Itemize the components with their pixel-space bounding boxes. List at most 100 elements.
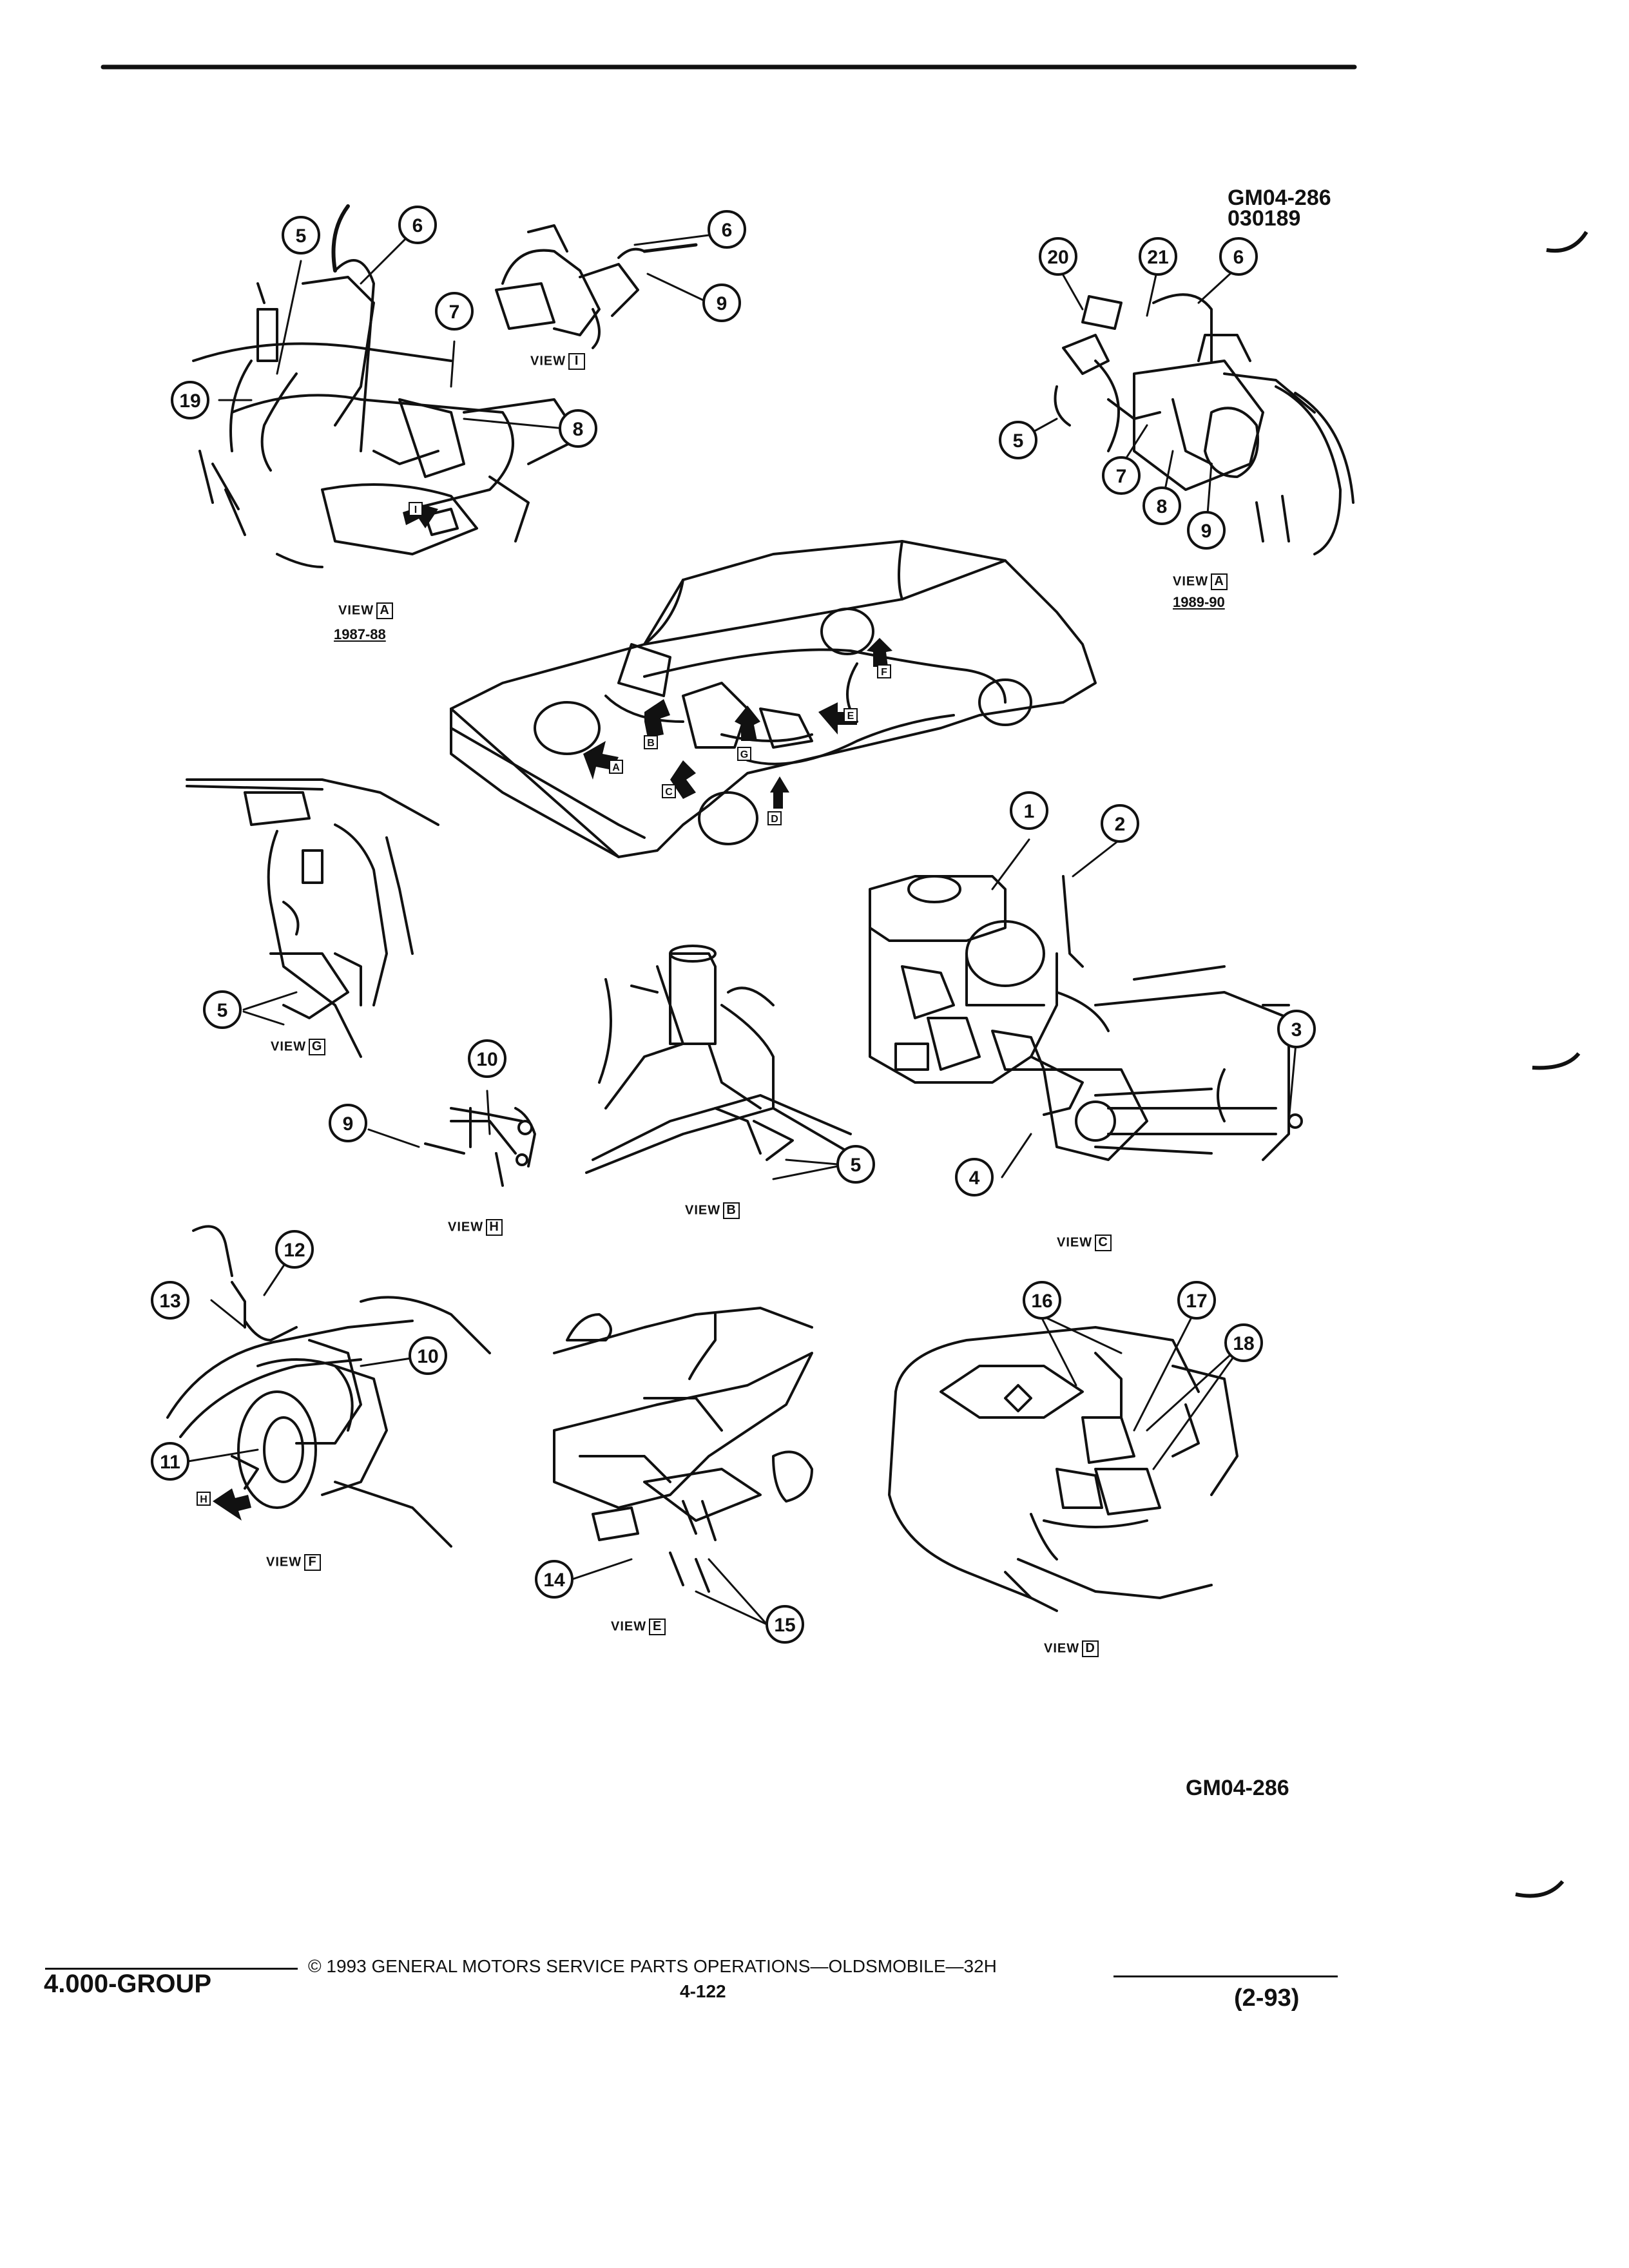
arrow-tag-h: H — [200, 1494, 207, 1505]
footer-rule-right — [1113, 1975, 1338, 1977]
callout-2 — [1101, 804, 1139, 843]
callout-17 — [1177, 1281, 1216, 1320]
callout-text: 15 — [774, 1615, 795, 1636]
callout-5d — [836, 1145, 875, 1184]
view-direction-arrows — [213, 503, 892, 1521]
callout-9b — [1187, 511, 1226, 550]
callout-text: 8 — [1157, 496, 1168, 517]
callout-11 — [151, 1442, 189, 1481]
callout-text: 1 — [1024, 801, 1035, 822]
callout-7b — [1102, 456, 1141, 495]
callout-15 — [766, 1605, 804, 1644]
callout-8a — [559, 409, 597, 448]
callout-text: 19 — [179, 390, 200, 412]
figure-id-bottom: GM04-286 — [1186, 1776, 1289, 1800]
arrow-tag-b: B — [647, 738, 655, 749]
view-years-1987-88: 1987-88 — [334, 626, 386, 642]
arrow-tags: A B C G E D F I H — [197, 502, 891, 1506]
callout-text: 6 — [412, 215, 423, 236]
callout-text: 13 — [159, 1291, 180, 1312]
callout-text: 3 — [1291, 1019, 1302, 1041]
callout-text: 5 — [296, 226, 307, 247]
callout-6c — [1219, 237, 1258, 276]
callout-text: 20 — [1047, 247, 1068, 268]
callout-3 — [1277, 1010, 1316, 1048]
callout-circles — [151, 206, 1316, 1644]
callout-18 — [1224, 1323, 1263, 1362]
callout-13 — [151, 1281, 189, 1320]
callout-text: 5 — [1013, 430, 1024, 452]
callout-21 — [1139, 237, 1177, 276]
page-edge-marks — [1515, 231, 1588, 1898]
callout-10b — [409, 1336, 447, 1375]
callout-text: 21 — [1147, 247, 1168, 268]
callout-text: 5 — [851, 1155, 862, 1176]
callout-text: 6 — [1233, 247, 1244, 268]
callout-text: 9 — [1201, 521, 1212, 542]
callout-numbers: 1 2 3 4 5 5 5 5 6 6 6 7 7 8 8 9 9 9 10 1… — [159, 215, 1302, 1636]
callout-9c — [329, 1104, 367, 1142]
callout-text: 7 — [449, 302, 460, 323]
callout-text: 9 — [717, 293, 728, 314]
callout-9a — [702, 284, 741, 322]
callout-6b — [708, 210, 746, 249]
view-c-drawing — [869, 875, 1303, 1161]
callout-text: 7 — [1116, 466, 1127, 487]
callout-10a — [468, 1039, 506, 1078]
footer-rule-left — [45, 1968, 298, 1970]
callout-text: 6 — [722, 220, 733, 241]
callout-5a — [282, 216, 320, 255]
callout-text: 12 — [284, 1240, 305, 1261]
callout-text: 18 — [1233, 1333, 1254, 1354]
callout-text: 5 — [217, 1000, 228, 1021]
view-a-1987-88-drawing — [192, 204, 581, 568]
callout-7a — [435, 292, 474, 331]
view-years-1989-90: 1989-90 — [1173, 594, 1225, 610]
arrow-tag-i: I — [414, 505, 417, 515]
arrow-tag-f: F — [881, 667, 887, 678]
callout-19 — [171, 381, 209, 419]
callout-5c — [203, 990, 242, 1029]
callout-text: 9 — [343, 1113, 354, 1135]
view-e-drawing — [553, 1307, 813, 1593]
footer-group-code: 4.000-GROUP — [44, 1970, 212, 1998]
callout-text: 14 — [543, 1570, 565, 1591]
view-i-drawing — [495, 224, 698, 349]
footer-copyright: © 1993 GENERAL MOTORS SERVICE PARTS OPER… — [308, 1956, 997, 1976]
callout-12 — [275, 1230, 314, 1269]
callout-5b — [999, 421, 1037, 459]
callout-20 — [1039, 237, 1077, 276]
callout-4 — [955, 1158, 994, 1196]
view-h-drawing — [424, 1107, 536, 1187]
figure-code-top: 030189 — [1228, 206, 1301, 231]
callout-text: 11 — [160, 1452, 180, 1473]
callout-6a — [398, 206, 437, 244]
view-b-drawing — [585, 945, 852, 1174]
callout-text: 10 — [476, 1049, 497, 1070]
callout-text: 10 — [417, 1346, 438, 1367]
callout-text: 8 — [573, 419, 584, 440]
arrow-tag-e: E — [847, 711, 854, 722]
view-a-1989-90-drawing — [1054, 293, 1354, 555]
figure-id-top: GM04-286 — [1228, 186, 1331, 210]
callout-text: 2 — [1115, 814, 1126, 835]
view-d-drawing — [888, 1326, 1239, 1612]
arrow-tag-d: D — [771, 814, 778, 825]
footer-date: (2-93) — [1234, 1984, 1300, 2012]
leader-lines — [187, 231, 1298, 1626]
view-f-drawing — [166, 1225, 491, 1548]
callout-1 — [1010, 791, 1048, 830]
callout-16 — [1023, 1281, 1061, 1320]
callout-text: 4 — [969, 1168, 980, 1189]
arrow-tag-g: G — [740, 749, 748, 760]
